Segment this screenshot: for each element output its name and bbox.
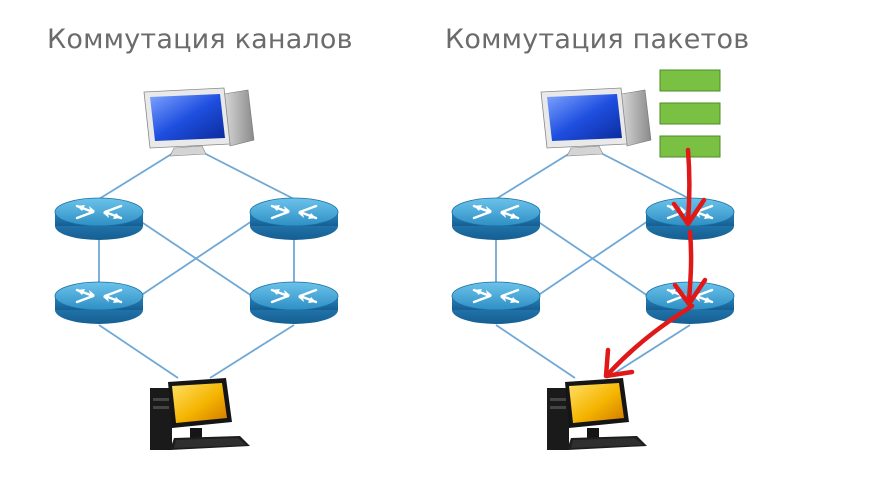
router-icon <box>53 280 145 326</box>
router-icon <box>248 196 340 242</box>
link <box>209 324 295 379</box>
link <box>495 324 576 379</box>
right-links <box>495 149 691 379</box>
computer-blue-monitor-icon <box>540 87 652 157</box>
router-icon <box>450 280 542 326</box>
packet-icon <box>659 69 721 92</box>
link <box>139 220 253 297</box>
packet-switching-diagram <box>450 69 736 450</box>
link <box>197 149 295 200</box>
link <box>594 149 691 200</box>
link <box>98 149 179 200</box>
computer-blue-monitor-icon <box>143 87 255 157</box>
title-circuit-switching: Коммутация каналов <box>47 24 353 55</box>
link <box>495 149 576 200</box>
router-icon <box>248 280 340 326</box>
packet-stack <box>659 69 721 158</box>
circuit-switching-diagram <box>53 87 340 450</box>
route-arrow-icon <box>603 147 708 379</box>
computer-orange-monitor-icon <box>150 378 250 450</box>
link <box>606 324 691 379</box>
link <box>98 324 179 379</box>
router-icon <box>450 196 542 242</box>
computer-orange-monitor-icon <box>547 378 647 450</box>
link <box>536 220 649 297</box>
left-links <box>98 149 295 379</box>
packet-icon <box>659 102 721 125</box>
title-packet-switching: Коммутация пакетов <box>445 24 750 55</box>
router-icon <box>53 196 145 242</box>
